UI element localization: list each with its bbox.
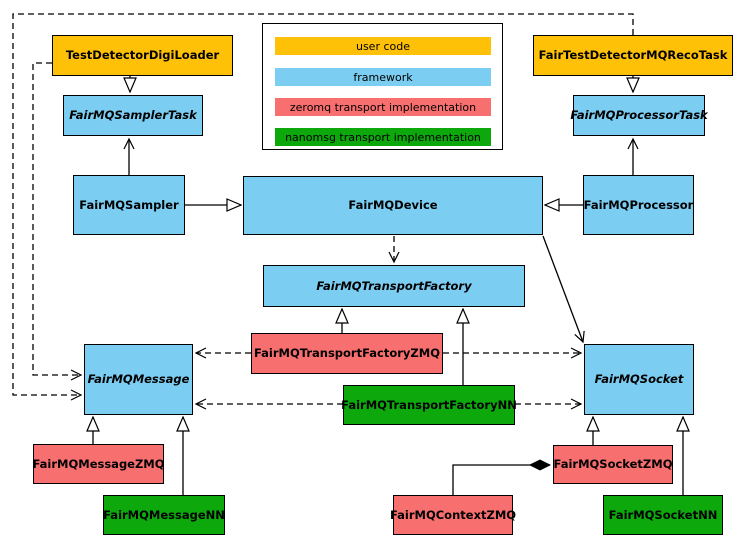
edge-dependency-testdetectordigiloader-message [32,62,83,381]
node-fairmqtransportfactory: FairMQTransportFactory [263,265,525,307]
node-fairmqprocessor: FairMQProcessor [583,175,694,235]
legend-item-user-code: user code [275,37,491,55]
node-fairmqtransportfactoryzmq: FairMQTransportFactoryZMQ [251,333,443,374]
node-fairmqsocketzmq: FairMQSocketZMQ [553,445,673,484]
node-fairmqcontextzmq: FairMQContextZMQ [390,495,516,535]
legend-item-framework: framework [275,68,491,86]
legend-item-nanomsg: nanomsg transport implementation [275,128,491,146]
node-fairmqmessagezmq: FairMQMessageZMQ [32,444,165,484]
node-fairmqsamplertask: FairMQSamplerTask [63,95,203,136]
legend-item-zeromq: zeromq transport implementation [275,98,491,116]
node-fairmqsampler: FairMQSampler [73,175,185,235]
edge-dependency-fairtestdetectormqrecotask-message [12,13,634,401]
legend: user code framework zeromq transport imp… [262,23,503,150]
edge-association-fairmqdevice-fairmqsocket [542,235,585,344]
edge-composition-contextzmq-socketzmq [452,465,550,495]
node-fairtestdetectormqrecotask: FairTestDetectorMQRecoTask [533,35,733,76]
node-fairmqprocessortask: FairMQProcessorTask [570,95,708,136]
node-fairmqmessagenn: FairMQMessageNN [103,495,225,535]
node-fairmqsocket: FairMQSocket [584,344,694,415]
node-fairmqsocketnn: FairMQSocketNN [603,495,723,535]
node-fairmqdevice: FairMQDevice [243,176,543,235]
node-testdetectordigiloader: TestDetectorDigiLoader [52,35,233,76]
node-fairmqmessage: FairMQMessage [84,344,193,415]
node-fairmqtransportfactorynn: FairMQTransportFactoryNN [341,385,517,425]
